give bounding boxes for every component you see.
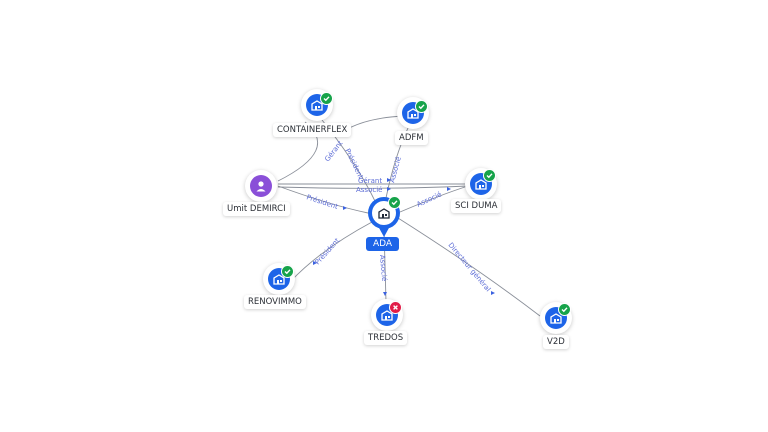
building-icon (381, 310, 393, 321)
edge-ada-v2d (397, 217, 541, 317)
edge-label: Associé (415, 190, 442, 208)
active-check-icon (483, 169, 496, 182)
active-check-icon (415, 100, 428, 113)
node-label: Umit DEMIRCI (223, 202, 290, 216)
center-node-label: ADA (366, 237, 400, 251)
closed-x-icon (389, 301, 402, 314)
edge-arrow (383, 292, 387, 296)
edge-label: Associé (388, 156, 403, 184)
edge-ada-renovimmo (289, 221, 373, 283)
edge-umit-ada-1 (277, 185, 369, 214)
node-label: CONTAINERFLEX (273, 123, 352, 137)
edge-label: Président (343, 147, 365, 180)
edge-label: Associé (378, 254, 388, 281)
active-check-icon (320, 92, 333, 105)
edge-arrow (447, 187, 451, 191)
edge-arrow (313, 261, 317, 265)
edge-arrow (491, 291, 495, 295)
edge-ada-sciduma (399, 185, 469, 213)
edge-label: Président (305, 193, 339, 211)
edge-label: Gérant (323, 139, 344, 163)
building-icon (550, 313, 562, 324)
person-icon (256, 181, 266, 192)
building-icon (311, 100, 323, 111)
node-label: ADFM (395, 131, 428, 145)
edge-arrow (387, 187, 391, 191)
node-label: SCI DUMA (451, 199, 502, 213)
building-icon (475, 179, 487, 190)
building-icon (273, 274, 285, 285)
edge-label: Directeur général (446, 241, 492, 293)
edge-arrow (387, 178, 391, 182)
building-icon (378, 208, 390, 219)
active-check-icon (388, 196, 401, 209)
edge-label: Président (314, 237, 342, 267)
node-label: V2D (543, 335, 569, 349)
edge-label: Associé (356, 186, 382, 194)
active-check-icon (558, 303, 571, 316)
node-label: TREDOS (364, 331, 408, 345)
edge-arrow (343, 206, 347, 210)
edge-label: Gérant (358, 177, 382, 185)
active-check-icon (281, 265, 294, 278)
node-label: RENOVIMMO (244, 295, 306, 309)
edge-umit-sciduma-2 (277, 185, 469, 189)
